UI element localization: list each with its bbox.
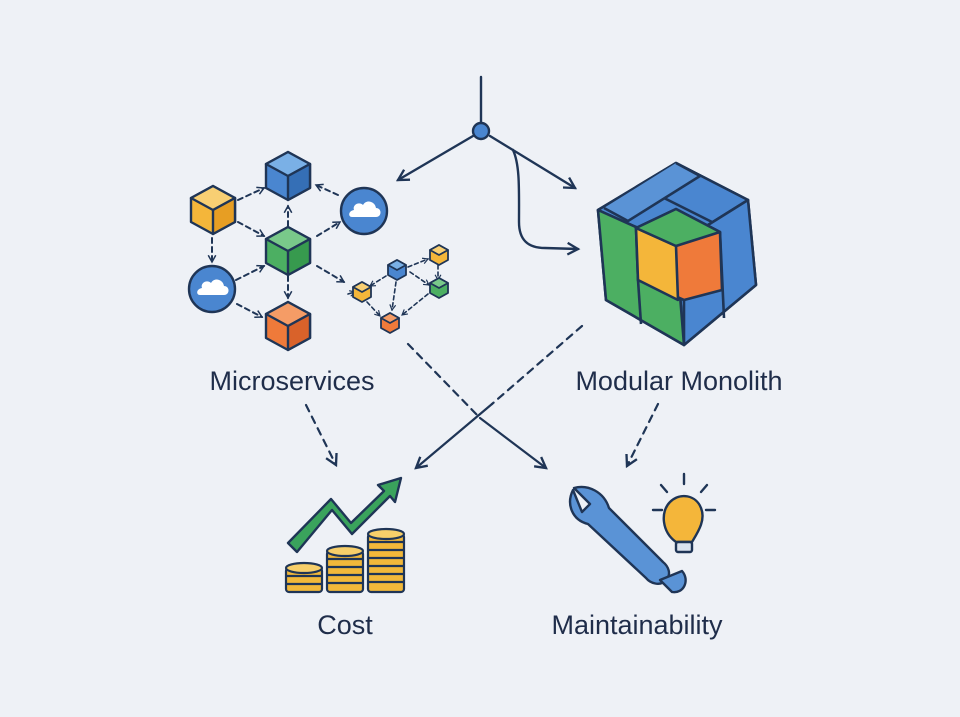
cube-icon xyxy=(387,259,407,281)
microservices-label: Microservices xyxy=(209,366,374,396)
trend-arrow-icon xyxy=(286,476,403,554)
modular-monolith-cube-icon xyxy=(596,161,758,347)
coin-stack-icon xyxy=(284,527,406,594)
cost-label: Cost xyxy=(317,610,373,640)
cube-icon xyxy=(429,244,449,266)
cube-icon xyxy=(264,300,312,352)
cube-icon xyxy=(189,184,237,236)
cube-icon xyxy=(380,312,400,334)
cube-icon xyxy=(352,281,372,303)
decision-splitter xyxy=(398,75,578,249)
cube-icon xyxy=(429,277,449,299)
modular-monolith-label: Modular Monolith xyxy=(575,366,782,396)
microservices-cluster xyxy=(187,150,449,352)
cube-icon xyxy=(264,225,312,277)
cube-icon xyxy=(264,150,312,202)
maintainability-label: Maintainability xyxy=(551,610,723,640)
connector-arrows xyxy=(304,324,660,468)
cloud-icon xyxy=(339,186,389,236)
lightbulb-icon xyxy=(651,472,717,554)
cloud-icon xyxy=(187,264,237,314)
wrench-icon xyxy=(568,485,687,594)
